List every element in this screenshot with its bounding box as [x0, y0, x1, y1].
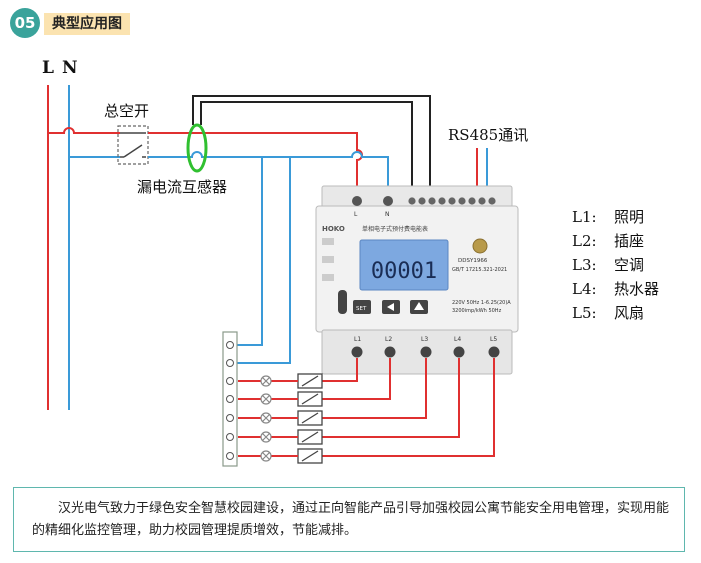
svg-text:L4: L4 [454, 336, 461, 343]
terminal-n-label: N [385, 211, 390, 218]
circuit-id-l3: L3: [572, 256, 597, 274]
section-number-badge: 05 [10, 8, 40, 38]
circuit-id-l2: L2: [572, 232, 597, 250]
circuit-name-l3: 空调 [614, 256, 644, 274]
set-button-label: SET [356, 306, 367, 312]
load-circuits [297, 373, 323, 464]
output-wire-l3 [322, 358, 427, 419]
circuit-id-l4: L4: [572, 280, 597, 298]
meter-standard: GB/T 17215.321-2021 [452, 267, 507, 273]
main-switch-label: 总空开 [104, 102, 149, 120]
output-wire-l2 [322, 358, 391, 400]
svg-text:L5: L5 [490, 336, 497, 343]
neutral-return-wire-1 [233, 157, 263, 346]
leakage-sensor-ring [186, 123, 208, 173]
terminal-strip [408, 197, 496, 205]
meter-spec-line1: 220V 50Hz 1-6.25(20)A [452, 300, 511, 306]
section-title: 典型应用图 [44, 13, 130, 35]
circuit-name-l2: 插座 [614, 232, 644, 250]
live-branch-wire [48, 127, 120, 134]
output-terminals: L1 L2 L3 L4 L5 [351, 336, 500, 358]
meter-spec-line2: 3200imp/kWh 50Hz [452, 308, 502, 314]
output-wire-l5 [322, 358, 495, 457]
circuit-name-l1: 照明 [614, 208, 644, 226]
meter-lcd [359, 239, 449, 291]
description-box: 汉光电气致力于绿色安全智慧校园建设，通过正向智能产品引导加强校园公寓节能安全用电… [13, 487, 685, 552]
svg-text:L3: L3 [421, 336, 428, 343]
output-wire-l1 [322, 358, 358, 382]
line-label: L [42, 58, 54, 78]
rs485-label: RS485通讯 [448, 126, 528, 144]
neutral-terminal-block [222, 331, 238, 467]
leakage-sensor-label: 漏电流互感器 [137, 178, 227, 196]
circuit-name-l4: 热水器 [614, 280, 659, 298]
meter-brand: HOKO [322, 225, 345, 233]
sensor-wire-1 [192, 95, 431, 195]
energy-meter: L N HOKO 单相电子式预付费电能表 00001 DDSY1966 GB/T… [315, 185, 519, 375]
neutral-to-meter-wire [148, 151, 389, 210]
meter-status-led [338, 290, 347, 314]
output-wire-l4 [322, 358, 460, 438]
antenna-icon [472, 238, 488, 254]
circuit-name-l5: 风扇 [614, 304, 644, 322]
terminal-l-in [352, 196, 362, 206]
wiring-diagram: L N 总空开 漏电流互感器 RS485通讯 L N [42, 58, 659, 467]
meter-display-value: 00001 [371, 259, 437, 284]
circuit-id-l5: L5: [572, 304, 597, 322]
neutral-return-wire-2 [233, 157, 291, 364]
circuit-legend: L1: 照明 L2: 插座 L3: 空调 L4: 热水器 L5: 风扇 [572, 208, 659, 322]
svg-text:L2: L2 [385, 336, 392, 343]
neutral-label: N [62, 58, 78, 78]
sensor-wire-2 [200, 101, 413, 195]
terminal-l-label: L [354, 211, 358, 218]
meter-model: DDSY1966 [458, 258, 488, 264]
terminal-n-in [383, 196, 393, 206]
set-button [353, 300, 371, 314]
meter-name: 单相电子式预付费电能表 [362, 225, 428, 233]
lamp-icons [238, 375, 298, 462]
circuit-id-l1: L1: [572, 208, 597, 226]
main-switch [117, 125, 149, 165]
svg-text:L1: L1 [354, 336, 361, 343]
